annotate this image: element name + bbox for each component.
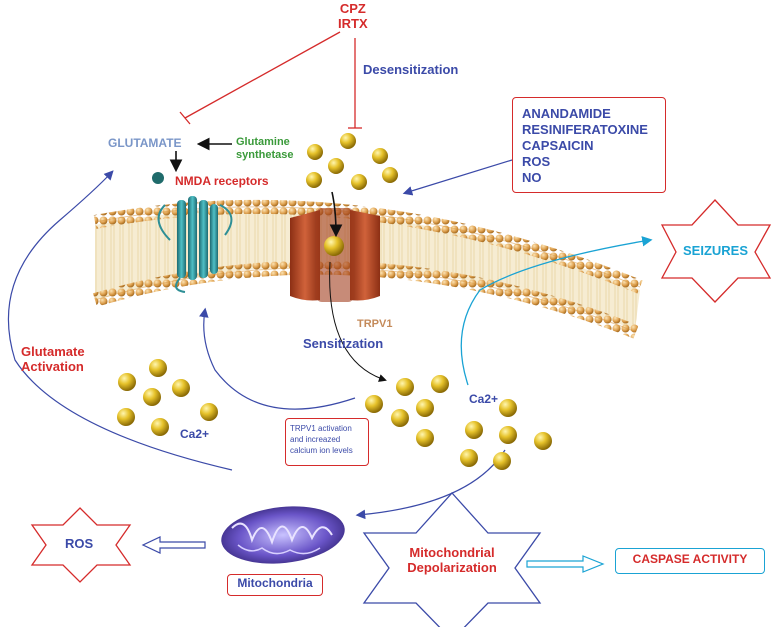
ros-star	[30, 507, 132, 583]
agonist-anandamide: ANANDAMIDE	[522, 106, 611, 121]
glutamate-activation-line2: Activation	[21, 358, 84, 374]
intracellular-ions-left	[117, 359, 218, 436]
glutamine-synthetase-label: Glutamine synthetase	[236, 136, 293, 161]
mitochondria-box: Mitochondria	[227, 574, 323, 596]
seizures-label: SEIZURES	[683, 243, 749, 258]
agonists-box: ANANDAMIDE RESINIFERATOXINE CAPSAICIN RO…	[512, 97, 666, 193]
trpv1-activation-line2: and increazed	[290, 435, 341, 444]
ca-right-label: Ca2+	[469, 392, 499, 406]
trpv1-activation-box: TRPV1 activation and increazed calcium i…	[285, 418, 369, 466]
caspase-box: CASPASE ACTIVITY	[615, 548, 765, 574]
glutamine-line2: synthetase	[236, 148, 294, 161]
ion-exit-arrow	[329, 261, 387, 382]
ca-left-label: Ca2+	[180, 427, 210, 441]
glutamate-activation-label: Glutamate Activation	[21, 344, 85, 375]
drug-irtx: IRTX	[338, 15, 368, 31]
seizures-star	[660, 199, 772, 303]
trpv1-activation-line1: TRPV1 activation	[290, 424, 352, 433]
sensitization-label: Sensitization	[303, 336, 384, 351]
ion-entry-arrow	[329, 191, 343, 238]
glutamate-activation-arrow	[7, 170, 233, 471]
drug-label: CPZ IRTX	[338, 1, 368, 32]
mitochondria-organelle	[221, 506, 345, 564]
mito-depol-line2: Depolarization	[407, 559, 497, 575]
depol-to-caspase-arrow	[526, 555, 605, 573]
glutamate-label: GLUTAMATE	[108, 136, 182, 150]
mito-depol-line1: Mitochondrial	[409, 545, 495, 560]
nmda-receptor	[157, 196, 233, 293]
agonist-resiniferatoxine: RESINIFERATOXINE	[522, 122, 648, 137]
mito-depol-star	[362, 492, 542, 627]
ros-label: ROS	[65, 536, 94, 551]
nmda-receptors-label: NMDA receptors	[175, 174, 269, 188]
glutamine-line1: Glutamine	[236, 136, 290, 148]
trpv1-activation-text: TRPV1 activation and increazed calcium i…	[290, 423, 353, 456]
agonist-ros: ROS	[522, 154, 551, 169]
trpv1-activation-line3: calcium ion levels	[290, 446, 353, 455]
agonist-no: NO	[522, 170, 542, 185]
seizure-arrow	[460, 236, 653, 386]
caspase-label: CASPASE ACTIVITY	[632, 552, 748, 566]
desensitization-label: Desensitization	[363, 62, 459, 77]
trpv1-label: TRPV1	[357, 318, 393, 330]
glutamate-molecule	[152, 172, 164, 184]
extracellular-ions	[306, 133, 398, 190]
mitochondria-arrow	[355, 449, 506, 520]
sensitization-arrow	[199, 307, 356, 410]
mitochondria-label: Mitochondria	[237, 576, 313, 590]
agonist-arrow	[402, 159, 513, 196]
drug-cpz: CPZ	[339, 1, 366, 16]
inhibition-lines	[179, 31, 362, 129]
mito-to-ros-arrow	[141, 536, 206, 554]
agonist-capsaicin: CAPSAICIN	[522, 138, 594, 153]
mito-depol-label: Mitochondrial Depolarization	[398, 545, 506, 576]
agonists-list: ANANDAMIDE RESINIFERATOXINE CAPSAICIN RO…	[522, 106, 648, 186]
glutamate-activation-line1: Glutamate	[21, 344, 85, 359]
trpv1-channel	[290, 208, 380, 302]
intracellular-ions-right	[365, 375, 552, 470]
